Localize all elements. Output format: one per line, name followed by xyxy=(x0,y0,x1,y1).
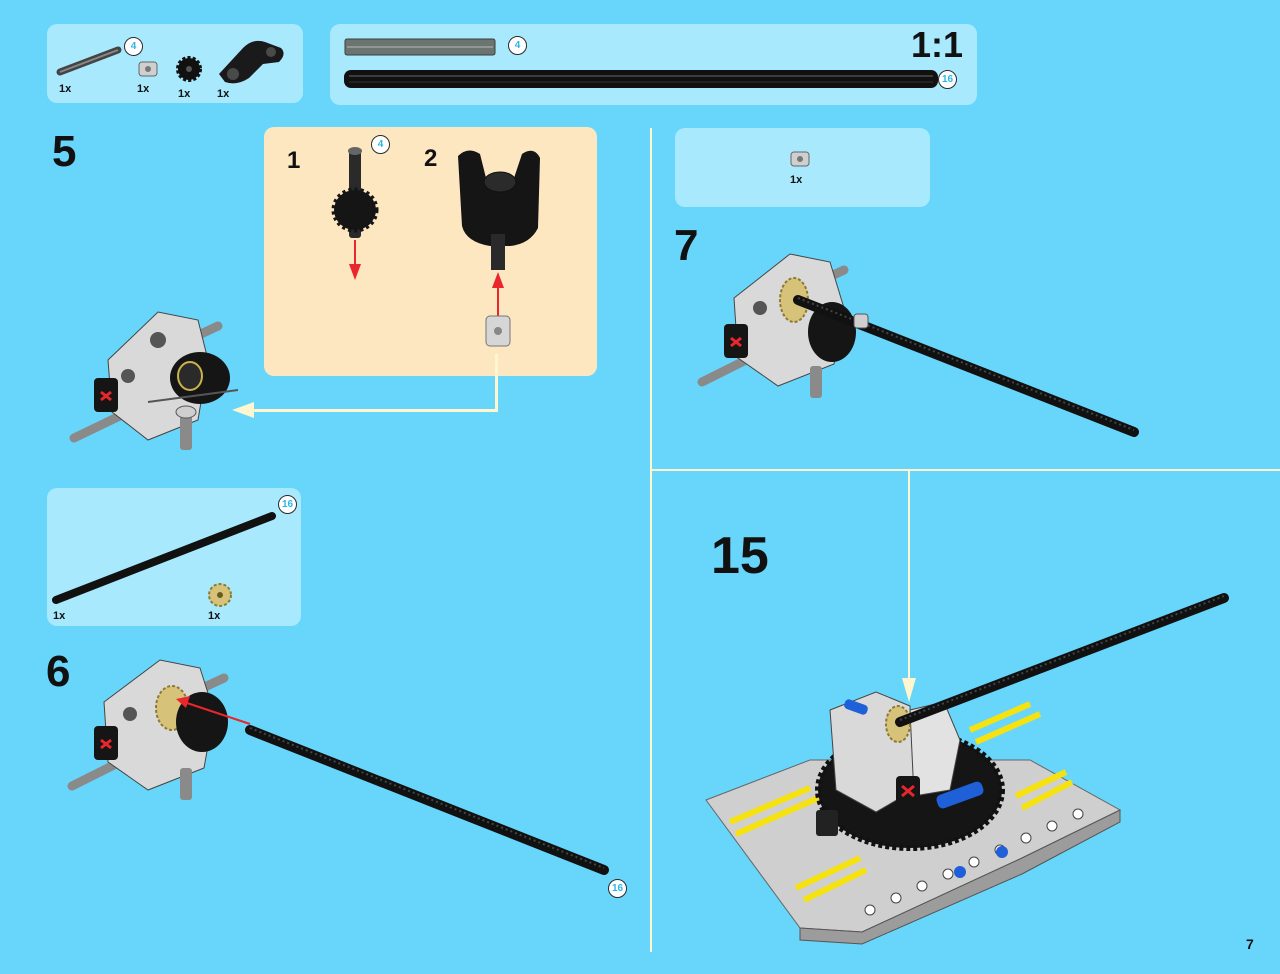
technic-axle-16-icon xyxy=(52,512,276,604)
part-qty: 1x xyxy=(137,83,150,95)
axle-16-badge: 16 xyxy=(938,70,957,89)
substep-panel xyxy=(264,127,597,376)
axle-length-badge: 4 xyxy=(371,135,390,154)
part-length-badge: 4 xyxy=(124,37,143,56)
step-number: 15 xyxy=(711,527,769,585)
section-divider xyxy=(650,128,652,952)
substep-number: 1 xyxy=(287,147,301,174)
axle-length-badge: 16 xyxy=(608,879,627,898)
scale-panel xyxy=(330,24,977,105)
connector-with-bush-illustration xyxy=(458,150,540,347)
part-qty: 1x xyxy=(217,88,230,100)
part-qty: 1x xyxy=(59,83,72,95)
technic-bush-icon xyxy=(790,151,810,167)
axle-16-scale-icon xyxy=(344,70,938,88)
axle-4-badge: 4 xyxy=(508,36,527,55)
substep-number: 2 xyxy=(424,145,438,172)
axle-4-scale-icon xyxy=(344,38,496,56)
technic-axle-4-icon xyxy=(56,46,122,76)
parts-list-step7 xyxy=(675,128,930,207)
step15-assembly-illustration xyxy=(705,593,1229,945)
callout-connector xyxy=(908,471,910,681)
step-number: 5 xyxy=(52,127,77,176)
part-qty: 1x xyxy=(790,174,803,186)
step-number: 6 xyxy=(46,647,71,696)
tan-gear-icon xyxy=(208,583,232,607)
callout-connector xyxy=(495,354,498,412)
step5-assembly-illustration xyxy=(69,311,239,450)
callout-connector xyxy=(250,409,498,412)
axle-with-gear-illustration xyxy=(331,147,379,280)
part-qty: 1x xyxy=(208,610,221,622)
step6-assembly-illustration xyxy=(67,659,609,875)
gear-8-tooth-icon xyxy=(176,56,202,82)
callout-arrow-icon xyxy=(232,402,254,418)
step7-assembly-illustration xyxy=(697,253,1139,437)
axle-connector-arm-icon xyxy=(219,40,284,84)
callout-arrow-icon xyxy=(902,678,916,702)
part-qty: 1x xyxy=(178,88,191,100)
section-divider xyxy=(652,469,1280,471)
part-qty: 1x xyxy=(53,610,66,622)
axle-length-badge: 16 xyxy=(278,495,297,514)
scale-label: 1:1 xyxy=(911,24,964,65)
step-number: 7 xyxy=(674,221,699,270)
technic-bush-icon xyxy=(138,61,158,77)
page-number: 7 xyxy=(1246,936,1254,952)
